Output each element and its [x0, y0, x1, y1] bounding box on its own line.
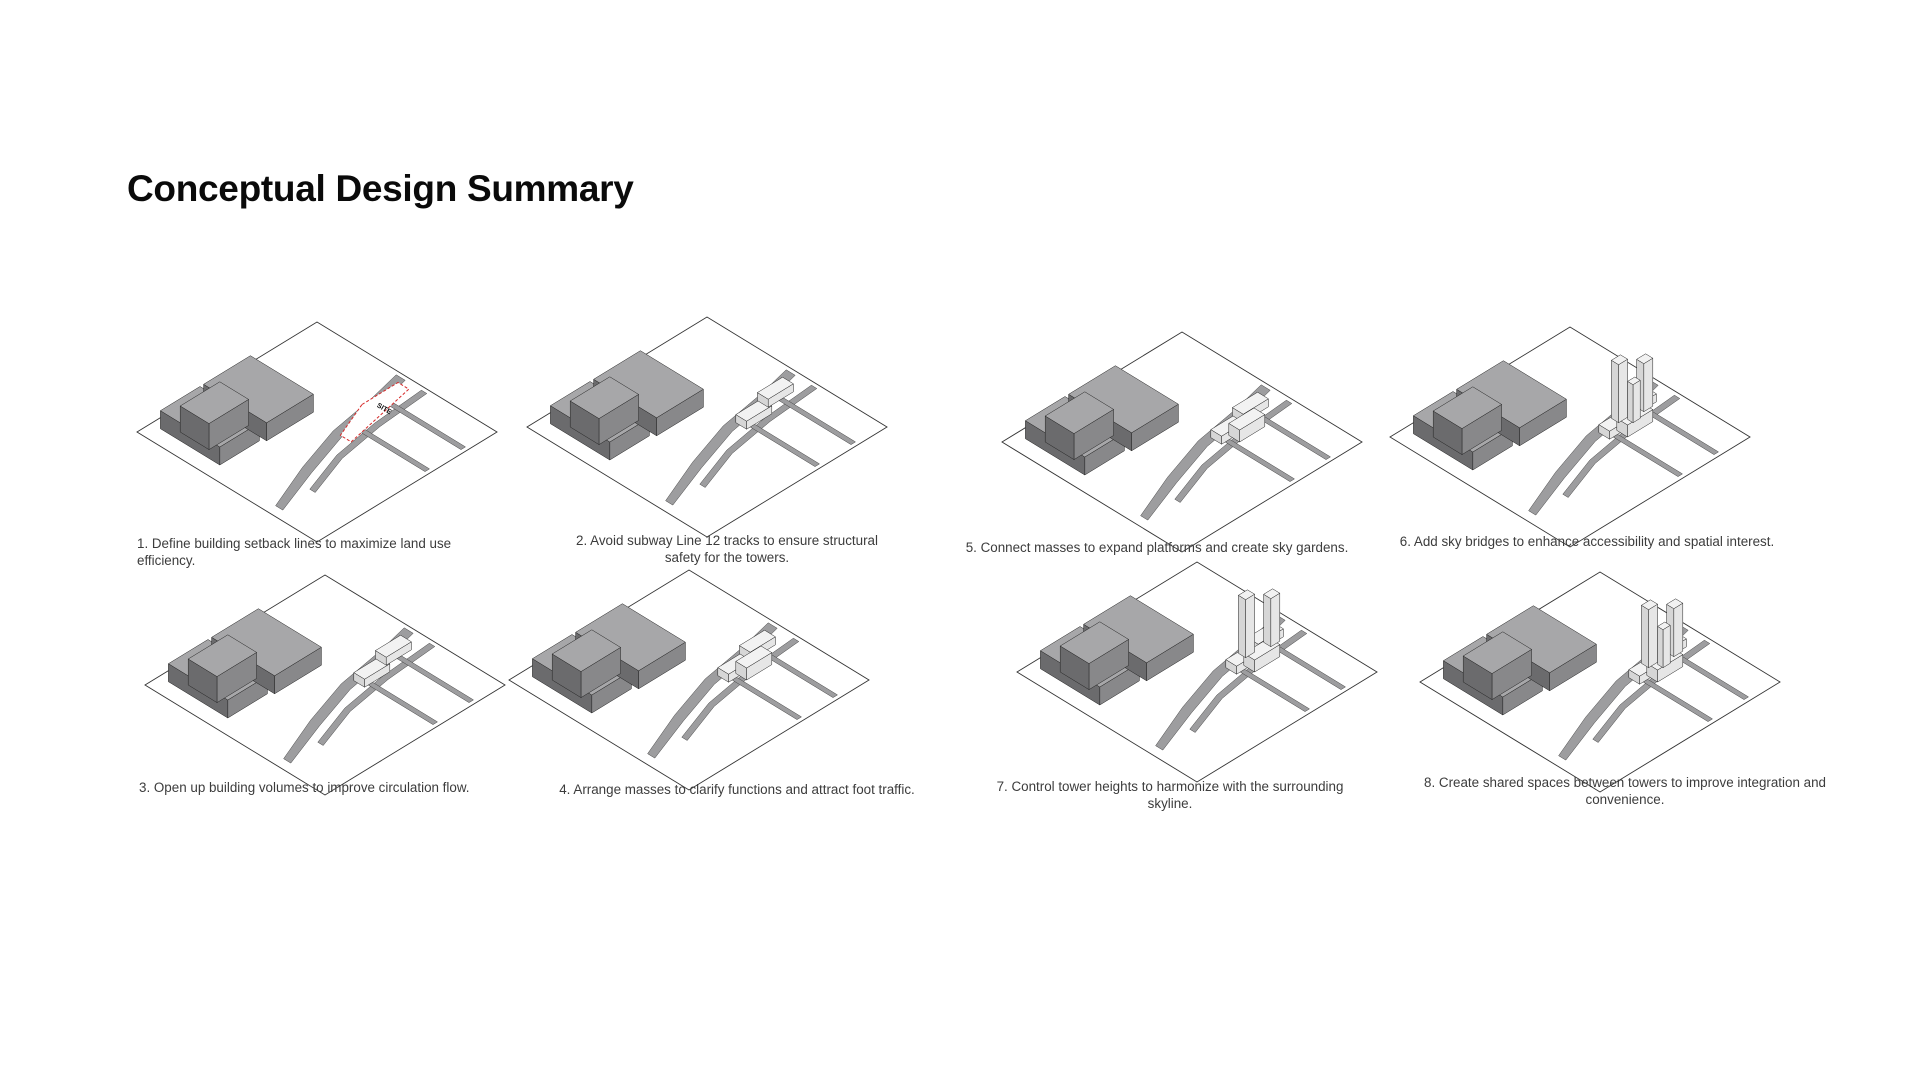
road-band	[1174, 399, 1293, 503]
podium-3-top	[551, 629, 622, 672]
page-title: Conceptual Design Summary	[127, 168, 634, 209]
caption-step-7: 7. Control tower heights to harmonize wi…	[996, 779, 1344, 811]
site-mass-1-top	[735, 398, 773, 422]
tower-3-front	[1632, 379, 1641, 424]
caption-step-8: 8. Create shared spaces between towers t…	[1424, 775, 1826, 807]
tower-2-top	[1666, 598, 1684, 609]
caption-step-5: 5. Connect masses to expand platforms an…	[965, 540, 1349, 555]
podium-3-top	[179, 381, 250, 424]
tower-1-top	[1640, 599, 1659, 610]
podium-3-top	[1462, 631, 1533, 674]
tower-1-side	[1238, 594, 1246, 659]
site-mass-2-top	[374, 634, 412, 658]
tower-2-top	[1636, 353, 1654, 364]
site-mass-1-top	[353, 656, 391, 680]
road-band	[1562, 394, 1681, 498]
road-band	[309, 389, 428, 493]
road-band	[317, 642, 436, 746]
caption-step-4: 4. Arrange masses to clarify functions a…	[559, 782, 915, 797]
road-band	[681, 637, 800, 741]
site-mass-3-top	[735, 645, 773, 669]
site-outline	[339, 381, 410, 443]
podium-3-top	[1059, 621, 1130, 664]
road-band	[1189, 629, 1308, 733]
tower-1-top	[1610, 354, 1629, 365]
tower-1-front	[1648, 603, 1658, 669]
podium-3-top	[1044, 391, 1115, 434]
caption-step-3: 3. Open up building volumes to improve c…	[139, 780, 470, 795]
site-mass-3-top	[1228, 407, 1266, 431]
tower-3-top	[1627, 376, 1641, 385]
road-band	[1592, 639, 1711, 743]
diagram-step-2	[526, 316, 888, 538]
site-mass-2-top	[738, 629, 776, 653]
diagram-step-3	[144, 574, 506, 796]
tower-3-side	[1657, 625, 1664, 669]
diagram-step-7	[1016, 561, 1378, 783]
podium-3-top	[187, 634, 258, 677]
site-mass-2-top	[1231, 391, 1269, 415]
site-mass-2-top	[756, 376, 794, 400]
tower-1-front	[1245, 593, 1255, 659]
diagram-step-1: SITE	[136, 321, 498, 543]
tower-3-top	[1657, 621, 1671, 630]
tower-1-side	[1641, 604, 1649, 669]
tower-2-front	[1270, 592, 1281, 648]
tower-1-front	[1618, 358, 1628, 424]
podium-3-top	[569, 376, 640, 419]
diagram-step-4	[508, 569, 870, 791]
tower-3-side	[1627, 380, 1634, 424]
diagram-step-6	[1389, 326, 1751, 548]
tower-1-side	[1611, 359, 1619, 424]
diagram-step-5	[1001, 331, 1363, 553]
caption-step-6: 6. Add sky bridges to enhance accessibil…	[1399, 534, 1775, 549]
tower-2-side	[1263, 593, 1272, 648]
tower-3-front	[1662, 624, 1671, 669]
tower-2-front	[1673, 602, 1684, 658]
caption-step-1: 1. Define building setback lines to maxi…	[137, 536, 452, 568]
tower-1-top	[1237, 589, 1256, 600]
podium-3-top	[1432, 386, 1503, 429]
tower-2-front	[1643, 357, 1654, 413]
caption-step-2: 2. Avoid subway Line 12 tracks to ensure…	[576, 533, 878, 565]
road-band	[699, 384, 818, 488]
tower-2-top	[1263, 588, 1281, 599]
diagram-step-8	[1419, 571, 1781, 793]
